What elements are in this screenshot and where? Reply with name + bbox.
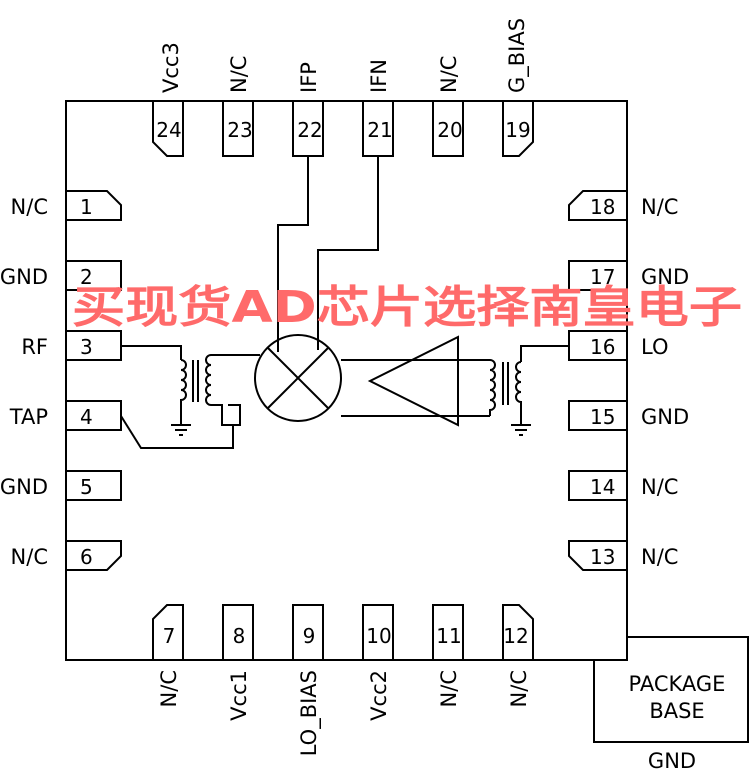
pin-21: 21 IFN [362,59,394,157]
pin-label: GND [0,265,48,289]
pin-number: 14 [590,475,615,499]
pin-number: 22 [297,118,322,142]
pin-label: IFP [297,62,321,93]
pin-label: IFN [367,59,391,93]
ground-icon [171,418,191,436]
pin-label: N/C [641,545,678,569]
pin-number: 24 [156,118,181,142]
pin-17: 17 GND [568,260,689,291]
package-ground-label: GND [648,749,696,772]
watermark-text: 买现货AD芯片选择南皇电子 [72,282,742,333]
pin-number: 21 [367,118,392,142]
pin-18: 18 N/C [568,190,678,221]
package-base-label-1: PACKAGE [629,672,726,696]
pin-20: 20 N/C [432,56,464,157]
pin-number: 6 [80,545,93,569]
pin-19: 19 G_BIAS [502,18,534,157]
pin-22: 22 IFP [292,62,324,157]
pin-number: 23 [227,118,252,142]
pin-11: 11 N/C [432,604,464,707]
rf-wire [121,345,182,360]
pin-label: N/C [11,195,48,219]
pin-number: 13 [590,545,615,569]
pin-number: 3 [80,335,93,359]
pin-label: Vcc1 [227,670,251,721]
pin-15: 15 GND [568,400,689,431]
pin-number: 15 [590,405,615,429]
pin-label: GND [641,405,689,429]
pin-label: GND [0,475,48,499]
pin-5: 5 GND [0,470,122,501]
transformer-coil-icon [489,345,569,418]
pin-label: N/C [641,475,678,499]
pin-label: N/C [437,56,461,93]
pin-label: LO_BIAS [297,670,322,756]
pin-label: N/C [507,670,531,707]
pin-label: G_BIAS [505,18,530,93]
pin-3: 3 RF [21,330,122,361]
ifn-wire [317,156,379,350]
pin-number: 16 [590,335,615,359]
pin-23: 23 N/C [222,56,254,157]
pin-number: 5 [80,475,93,499]
pin-number: 1 [80,195,93,219]
pin-4: 4 TAP [9,400,122,431]
ground-icon [511,418,531,436]
pin-6: 6 N/C [11,540,122,571]
pin-8: 8 Vcc1 [222,604,254,721]
amplifier-triangle-icon [367,335,459,427]
pin-number: 19 [505,118,530,142]
chip-body [65,100,628,661]
pin-1: 1 N/C [11,190,122,221]
pin-label: GND [641,265,689,289]
pin-label: N/C [437,670,461,707]
tap-wire [120,415,234,449]
package-base-label-2: BASE [649,699,704,723]
pin-number: 2 [80,265,93,289]
pin-label: TAP [9,405,48,429]
pin-number: 17 [590,265,615,289]
pin-number: 4 [80,405,93,429]
pin-16: 16 LO [568,330,668,361]
pin-label: Vcc3 [159,42,183,93]
pin-number: 20 [437,118,462,142]
pin-label: N/C [227,56,251,93]
pin-13: 13 N/C [568,540,678,571]
pin-number: 9 [303,624,316,648]
pin-label: LO [641,335,668,359]
pin-label: RF [21,335,48,359]
pin-label: N/C [11,545,48,569]
pin-number: 10 [366,624,391,648]
pin-number: 12 [503,624,528,648]
package-base-box [593,636,749,743]
ifp-wire [277,156,309,352]
pin-label: N/C [157,670,181,707]
pin-label: Vcc2 [367,670,391,721]
pin-number: 7 [163,624,176,648]
pin-number: 18 [590,195,615,219]
pin-24: 24 Vcc3 [152,42,184,157]
pin-12: 12 N/C [502,604,534,707]
pin-10: 10 Vcc2 [362,604,394,721]
pin-9: 9 LO_BIAS [292,604,324,756]
pin-2: 2 GND [0,260,122,291]
pin-label: N/C [641,195,678,219]
pin-number: 11 [436,624,461,648]
transformer-coil-icon [180,354,260,426]
pin-14: 14 N/C [568,470,678,501]
pin-number: 8 [233,624,246,648]
mixer-icon [254,334,342,422]
pin-7: 7 N/C [152,604,184,707]
